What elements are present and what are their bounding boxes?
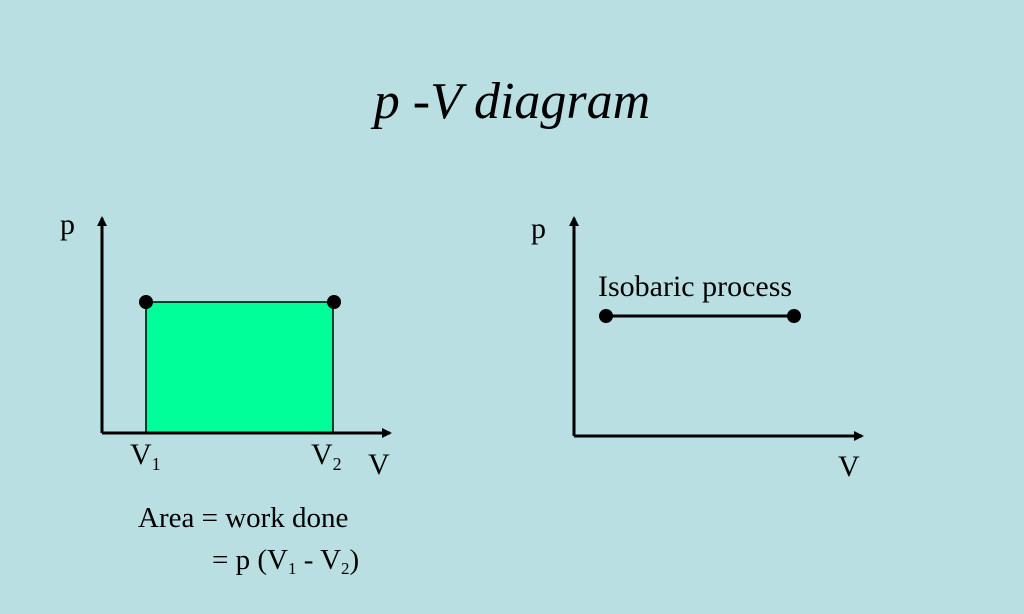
area-caption-line1: Area = work done xyxy=(138,502,349,534)
isobaric-point-end xyxy=(787,309,801,323)
page-title: p -V diagram xyxy=(373,73,651,130)
area-caption-line2: = p (V1 - V2) xyxy=(212,544,360,578)
left-x-axis-label: V xyxy=(368,448,390,481)
v1-tick-label: V1 xyxy=(130,438,161,474)
right-diagram xyxy=(569,216,864,441)
left-diagram xyxy=(97,216,392,438)
v2-tick-label: V2 xyxy=(311,438,342,474)
right-y-axis-label: p xyxy=(531,212,546,245)
state-point-end xyxy=(327,295,341,309)
state-point-start xyxy=(139,295,153,309)
left-y-axis-label: p xyxy=(60,208,75,241)
isobaric-point-start xyxy=(599,309,613,323)
isobaric-process-label: Isobaric process xyxy=(598,270,793,303)
work-area-rectangle xyxy=(145,301,334,434)
right-x-axis-label: V xyxy=(838,450,860,483)
